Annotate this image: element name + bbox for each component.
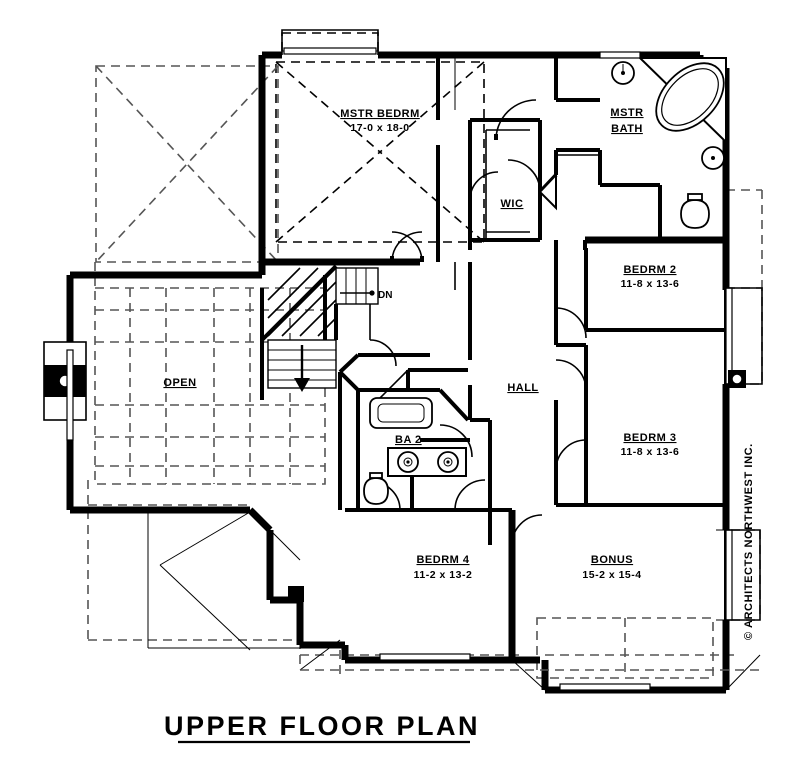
door-swings — [369, 99, 587, 546]
label-bedrm2-name: BEDRM 2 — [623, 264, 676, 276]
label-open: OPEN — [163, 377, 196, 389]
label-mstr-bedrm-name: MSTR BEDRM — [340, 108, 420, 120]
master-bath-fixtures — [538, 57, 727, 229]
toilet-fixture — [363, 477, 389, 505]
bathtub-oval — [655, 62, 725, 132]
staircase — [260, 264, 379, 392]
label-bedrm3-name: BEDRM 3 — [623, 432, 676, 444]
left-column-detail — [43, 341, 87, 421]
toilet-fixture — [680, 199, 710, 229]
label-wic: WIC — [501, 198, 524, 210]
label-ba2: BA 2 — [395, 434, 422, 446]
label-stair-direction-dn: DN — [378, 290, 392, 301]
label-mstr-bath-line1: MSTR — [610, 107, 643, 119]
plan-title-group: UPPER FLOOR PLAN — [164, 711, 480, 744]
label-bedrm4-dims: 11-2 x 13-2 — [414, 569, 473, 581]
label-mstr-bath-line2: BATH — [611, 123, 643, 135]
room-labels: MSTR BEDRM 17-0 x 18-0 MSTR BATH WIC BED… — [163, 107, 680, 581]
label-bedrm4-name: BEDRM 4 — [416, 554, 469, 566]
label-bedrm3-dims: 11-8 x 13-6 — [621, 446, 680, 458]
label-hall: HALL — [507, 382, 538, 394]
bottom-roof-hips — [299, 639, 761, 691]
porch-roof-lines — [147, 510, 304, 651]
bathtub — [369, 397, 433, 429]
windows — [66, 47, 733, 691]
label-bedrm2-dims: 11-8 x 13-6 — [621, 278, 680, 290]
copyright-notice: © ARCHITECTS NORTHWEST INC. — [743, 443, 755, 640]
page-title: UPPER FLOOR PLAN — [164, 711, 480, 741]
label-bonus-name: BONUS — [591, 554, 633, 566]
right-bay-projections — [726, 287, 763, 621]
ba2-fixtures — [363, 397, 467, 505]
label-bonus-dims: 15-2 x 15-4 — [582, 569, 641, 581]
label-mstr-bedrm-dims: 17-0 x 18-0 — [350, 122, 409, 134]
